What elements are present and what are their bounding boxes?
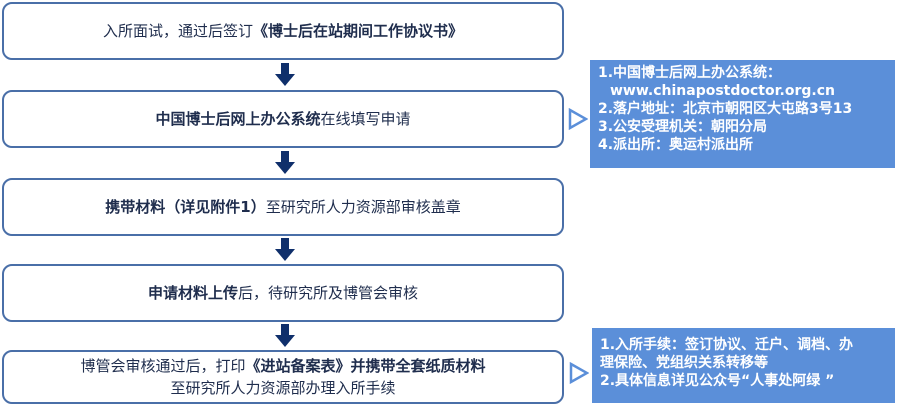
panel-url: www.chinapostdoctor.org.cn [610,83,835,99]
step-text: 博管会审核通过后，打印 [80,357,246,375]
info-panel-onboarding: 1.入所手续：签订协议、迁户、调档、办 理保险、党组织关系转移等 2.具体信息详… [592,328,895,403]
info-panel-office-system: 1.中国博士后网上办公系统： www.chinapostdoctor.org.c… [590,60,895,168]
pointer-triangle-icon [569,362,589,384]
panel-line: 2.落户地址：北京市朝阳区大屯路3号13 [598,101,853,117]
step-bold-text: 《进站备案表》并携带全套纸质材料 [245,357,486,375]
step-4: 申请材料上传后，待研究所及博管会审核 [2,264,564,322]
step-text: 至研究所人力资源部审核盖章 [265,198,461,216]
panel-line: 1.中国博士后网上办公系统： [598,65,782,81]
pointer-triangle-icon [568,108,588,130]
step-text: 后，待研究所及博管会审核 [238,284,419,302]
panel-line: 3.公安受理机关：朝阳分局 [598,119,768,135]
step-text: 入所面试，通过后签订 [102,22,253,40]
step-2: 中国博士后网上办公系统在线填写申请 [2,90,564,148]
panel-line: 1.入所手续：签订协议、迁户、调档、办 [600,337,854,353]
step-1: 入所面试，通过后签订《博士后在站期间工作协议书》 [2,2,564,60]
arrow-down-icon [275,151,295,174]
arrow-down-icon [275,63,295,86]
step-bold-text: 申请材料上传 [147,284,238,302]
panel-line: 2.具体信息详见公众号“人事处阿绿 ” [600,373,835,389]
step-5: 博管会审核通过后，打印《进站备案表》并携带全套纸质材料至研究所人力资源部办理入所… [2,350,564,404]
panel-line: 4.派出所：奥运村派出所 [598,137,754,153]
step-bold-text: 《博士后在站期间工作协议书》 [253,22,464,40]
step-text: 在线填写申请 [320,110,411,128]
arrow-down-icon [275,238,295,261]
step-text-line2: 至研究所人力资源部办理入所手续 [170,379,396,397]
step-bold-text: 携带材料（详见附件1） [105,198,266,216]
step-bold-text: 中国博士后网上办公系统 [155,110,321,128]
step-3: 携带材料（详见附件1）至研究所人力资源部审核盖章 [2,178,564,236]
arrow-down-icon [275,324,295,347]
panel-line: 理保险、党组织关系转移等 [600,355,768,371]
